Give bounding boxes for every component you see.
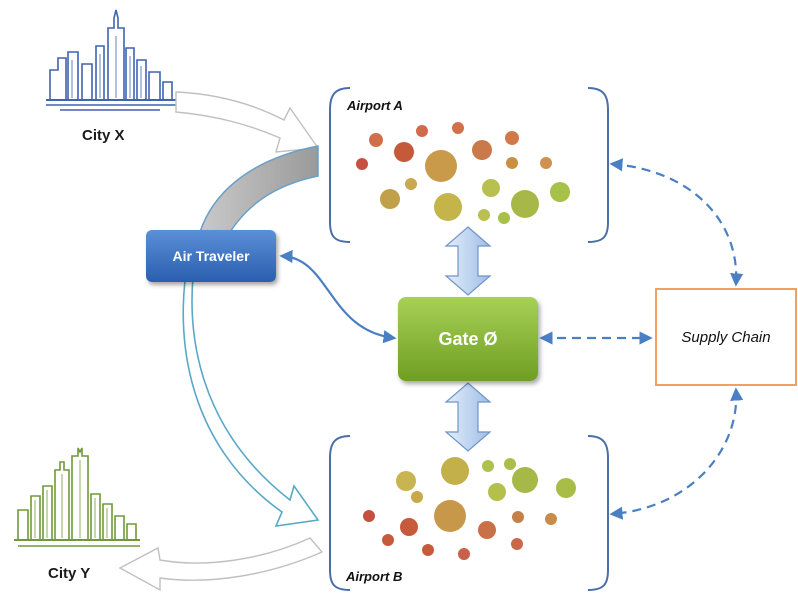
dot — [478, 521, 496, 539]
gate-label: Gate Ø — [438, 328, 498, 349]
airport-b-to-city-y-arrow — [118, 537, 324, 592]
airport-a-bracket — [329, 87, 609, 243]
city-x-skyline-icon — [46, 9, 176, 111]
dot — [369, 133, 383, 147]
dot — [556, 478, 576, 498]
dot — [482, 460, 494, 472]
dot — [511, 190, 539, 218]
airport-b-label: Airport B — [346, 569, 403, 584]
dot — [478, 209, 490, 221]
dot — [405, 178, 417, 190]
air-traveler-node: Air Traveler — [146, 230, 276, 282]
dot — [422, 544, 434, 556]
dot — [452, 122, 464, 134]
dot — [512, 511, 524, 523]
traveler-to-airport-b-arc — [182, 231, 320, 527]
dot — [505, 131, 519, 145]
dot — [550, 182, 570, 202]
dot — [498, 212, 510, 224]
dot — [400, 518, 418, 536]
traveler-to-airport-a-arc — [198, 145, 319, 233]
airport-b-supply-chain-connector — [609, 387, 744, 520]
airport-a-dots — [356, 122, 570, 224]
dot — [434, 193, 462, 221]
dot — [506, 157, 518, 169]
supply-chain-node: Supply Chain — [655, 288, 797, 386]
air-traveler-label: Air Traveler — [172, 248, 250, 264]
dot — [382, 534, 394, 546]
dot — [416, 125, 428, 137]
airport-b-dots — [363, 457, 576, 560]
dot — [363, 510, 375, 522]
city-x-to-airport-a-arrow — [175, 91, 320, 153]
gate-airport-b-double-arrow — [444, 382, 492, 452]
dot — [482, 179, 500, 197]
dot — [488, 483, 506, 501]
city-x-label: City X — [82, 127, 125, 144]
gate-node: Gate Ø — [398, 297, 538, 381]
dot — [511, 538, 523, 550]
dot — [441, 457, 469, 485]
airport-a-supply-chain-connector — [609, 158, 744, 287]
dot — [380, 189, 400, 209]
dot — [411, 491, 423, 503]
city-y-label: City Y — [48, 565, 91, 582]
dot — [540, 157, 552, 169]
airport-a-label: Airport A — [347, 98, 403, 113]
traveler-gate-connector — [279, 249, 397, 344]
dot — [396, 471, 416, 491]
city-y-skyline-icon — [14, 447, 140, 547]
dot — [512, 467, 538, 493]
dot — [545, 513, 557, 525]
dot — [458, 548, 470, 560]
dot — [434, 500, 466, 532]
dot — [356, 158, 368, 170]
dot — [425, 150, 457, 182]
airport-a-gate-double-arrow — [444, 226, 492, 296]
airport-b-bracket — [329, 435, 609, 591]
dot — [504, 458, 516, 470]
dot — [394, 142, 414, 162]
dot — [472, 140, 492, 160]
supply-chain-label: Supply Chain — [681, 328, 771, 346]
